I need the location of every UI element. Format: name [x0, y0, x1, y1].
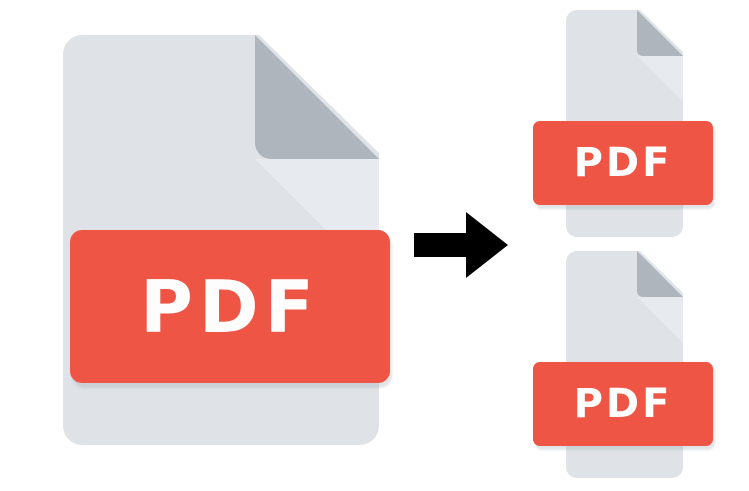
result-pdf-document-1[interactable]: PDF — [533, 7, 715, 237]
pdf-banner-label: PDF — [573, 140, 673, 186]
pdf-banner-label: PDF — [573, 381, 673, 427]
result-pdf-document-2[interactable]: PDF — [533, 248, 715, 478]
pdf-banner: PDF — [533, 362, 713, 446]
source-pdf-document[interactable]: PDF — [63, 31, 392, 445]
pdf-banner-label: PDF — [140, 264, 320, 349]
pdf-banner: PDF — [533, 121, 713, 205]
pdf-banner: PDF — [70, 230, 390, 383]
arrow-right-icon — [414, 212, 508, 278]
